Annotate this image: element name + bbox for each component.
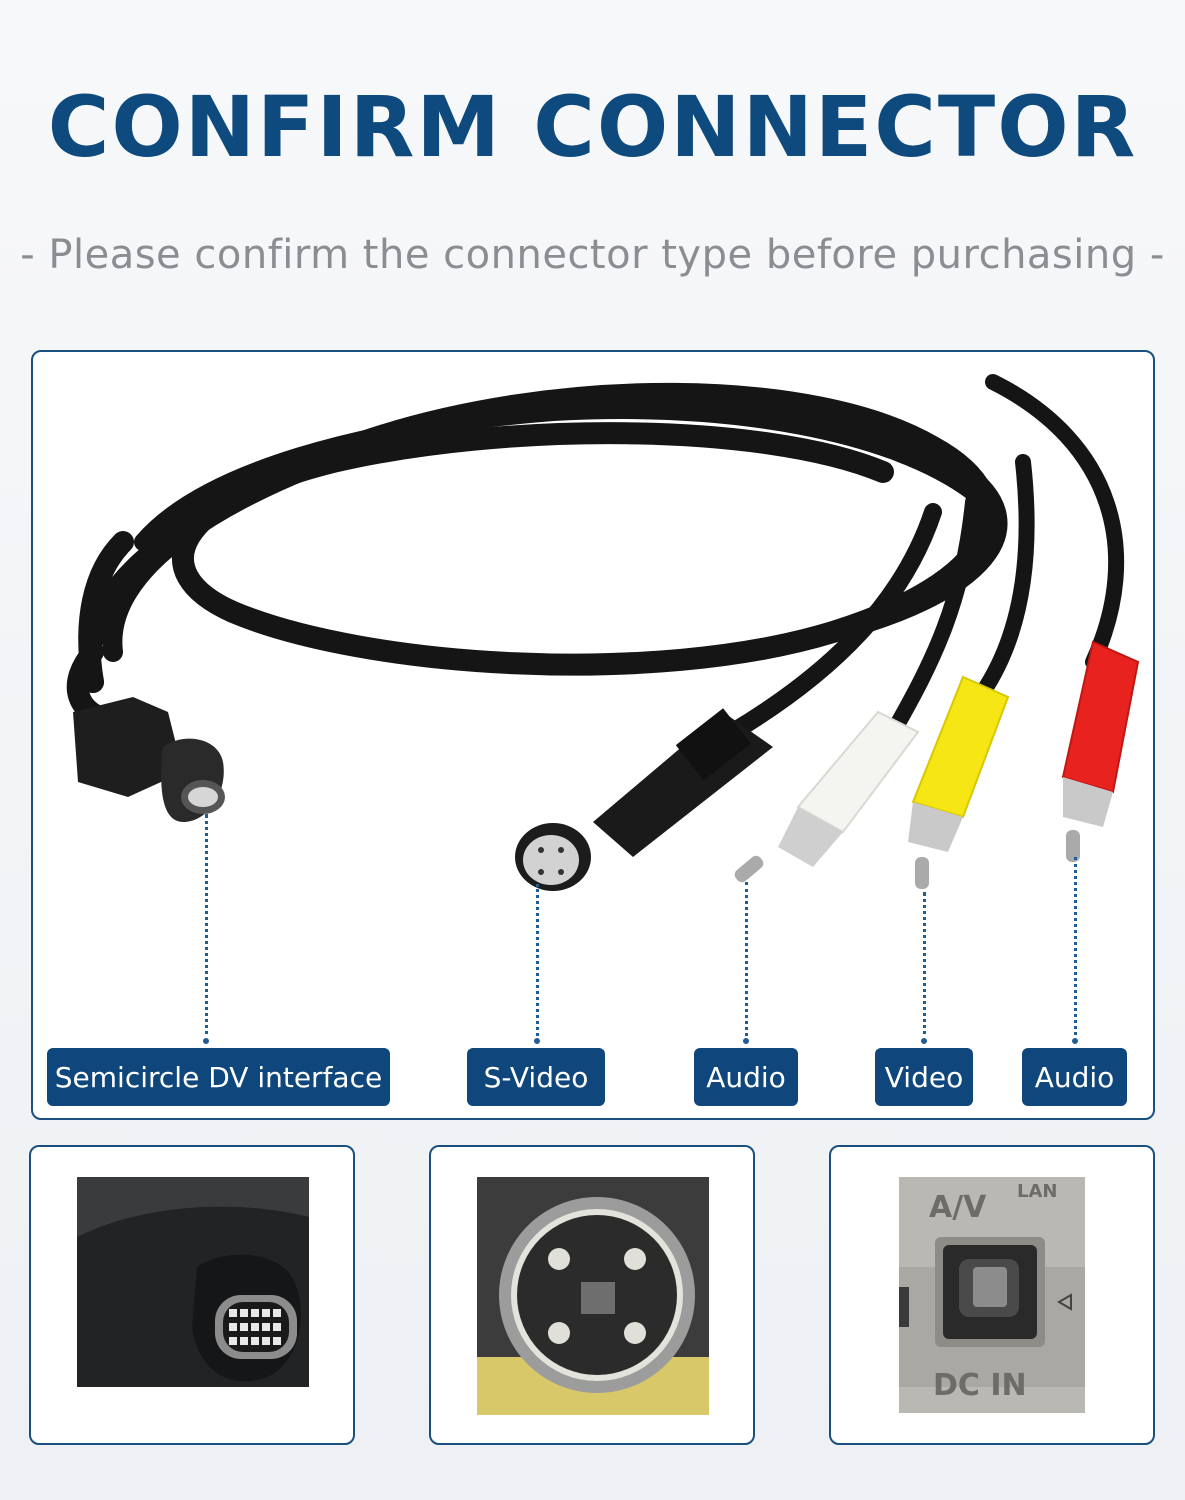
av-port-closeup-image: A/V LAN DC IN bbox=[899, 1177, 1085, 1413]
port-label-dc-in: DC IN bbox=[933, 1368, 1027, 1403]
leader-dot-dv bbox=[201, 1036, 211, 1046]
label-semicircle-dv: Semicircle DV interface bbox=[47, 1048, 390, 1106]
dv-plug bbox=[73, 697, 225, 822]
label-audio-white: Audio bbox=[694, 1048, 798, 1106]
port-label-lan: LAN bbox=[1017, 1181, 1057, 1202]
leader-line-audio-red bbox=[1074, 857, 1077, 1042]
leader-dot-audio-red bbox=[1070, 1036, 1080, 1046]
leader-line-dv bbox=[205, 814, 208, 1042]
leader-dot-s-video bbox=[532, 1036, 542, 1046]
label-audio-red: Audio bbox=[1022, 1048, 1127, 1106]
yellow-rca-plug bbox=[908, 675, 1010, 889]
leader-dot-video bbox=[919, 1036, 929, 1046]
leader-line-audio-white bbox=[745, 882, 748, 1042]
s-video-plug-closeup-image bbox=[477, 1177, 709, 1415]
port-label-av: A/V bbox=[929, 1190, 987, 1225]
cable-overview-panel: Semicircle DV interface S-Video Audio Vi… bbox=[31, 350, 1155, 1120]
detail-card-av-port: A/V LAN DC IN bbox=[829, 1145, 1155, 1445]
dv-plug-closeup-image bbox=[77, 1177, 309, 1387]
leader-line-s-video bbox=[536, 884, 539, 1042]
white-rca-plug bbox=[734, 710, 920, 883]
leader-dot-audio-white bbox=[741, 1036, 751, 1046]
label-s-video: S-Video bbox=[467, 1048, 605, 1106]
detail-card-s-video-plug bbox=[429, 1145, 755, 1445]
page-subtitle: - Please confirm the connector type befo… bbox=[20, 232, 1165, 278]
label-video: Video bbox=[875, 1048, 973, 1106]
page-title: CONFIRM CONNECTOR bbox=[47, 78, 1138, 176]
red-rca-plug bbox=[1061, 640, 1140, 862]
cable-illustration bbox=[66, 374, 1140, 891]
detail-card-dv-plug bbox=[29, 1145, 355, 1445]
s-video-plug bbox=[515, 708, 773, 891]
leader-line-video bbox=[923, 892, 926, 1042]
